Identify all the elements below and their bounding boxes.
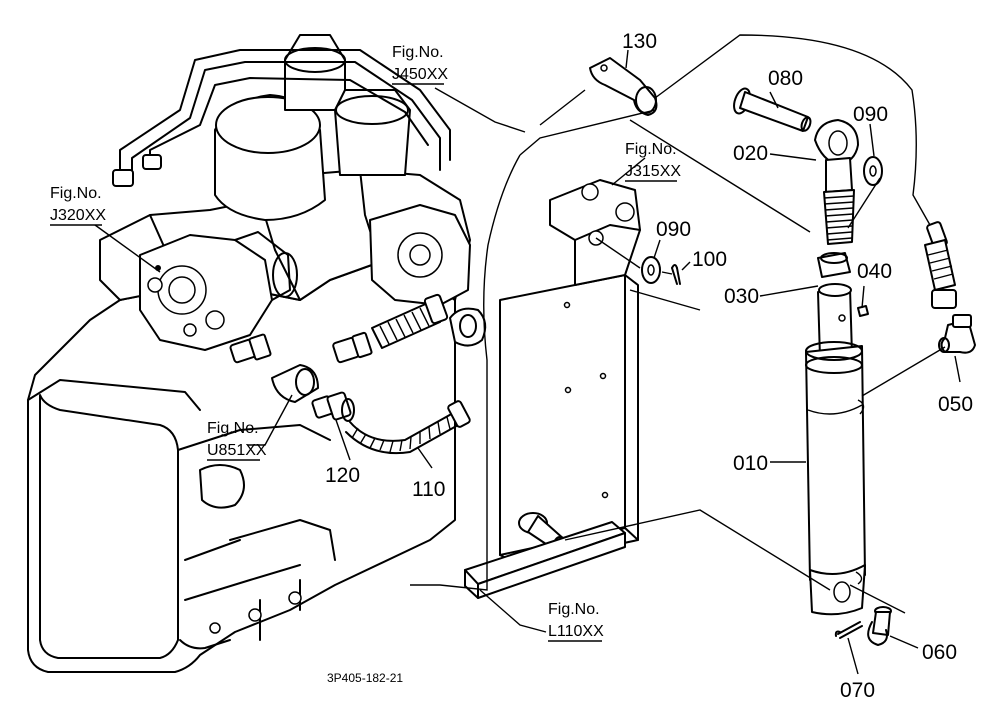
svg-text:U851XX: U851XX (207, 442, 267, 459)
cotter-pin-070 (834, 621, 863, 639)
elbow-fitting (271, 364, 319, 403)
hose-fitting-upper (924, 221, 957, 309)
svg-text:Fig.No.: Fig.No. (207, 420, 259, 437)
hydraulic-cylinder-010 (805, 283, 866, 616)
fig-ref-j450: Fig.No. J450XX (392, 44, 448, 85)
washer-090-upper (863, 156, 883, 186)
svg-text:J450XX: J450XX (392, 66, 448, 83)
drawing-code: 3P405-182-21 (327, 671, 403, 685)
hose-clip-130 (589, 57, 658, 116)
split-pin-100 (671, 264, 681, 285)
label-070: 070 (840, 679, 875, 702)
mounting-plate (464, 179, 641, 599)
nut-030 (817, 252, 851, 278)
label-030: 030 (724, 285, 759, 308)
threaded-coupling (371, 293, 449, 349)
bolt-080 (733, 87, 812, 132)
svg-text:Fig.No.: Fig.No. (50, 185, 102, 202)
hose-coupler (332, 331, 373, 364)
fig-ref-l110: Fig.No. L110XX (548, 601, 604, 642)
label-020: 020 (733, 142, 768, 165)
plug-fitting (449, 307, 487, 347)
leader-lines (94, 34, 961, 675)
clevis-pin-060 (867, 606, 892, 646)
label-040: 040 (857, 260, 892, 283)
svg-text:J315XX: J315XX (625, 163, 681, 180)
rod-end-020 (814, 119, 859, 245)
label-100: 100 (692, 248, 727, 271)
lower-bar (464, 521, 626, 599)
svg-text:L110XX: L110XX (548, 623, 604, 640)
fig-ref-j320: Fig.No. J320XX (50, 185, 106, 226)
label-090-upper: 090 (853, 103, 888, 126)
part-number-labels: 130 080 090 020 090 100 040 030 050 010 … (325, 30, 973, 702)
transmission-housing (27, 34, 471, 673)
svg-text:Fig.No.: Fig.No. (625, 141, 677, 158)
hose-assembly (229, 293, 487, 455)
label-130: 130 (622, 30, 657, 53)
label-110: 110 (412, 478, 445, 501)
figure-reference-labels: Fig.No. J450XX Fig.No. J315XX Fig.No. J3… (50, 44, 681, 642)
hydraulic-hose-110 (345, 400, 471, 455)
adapter-fitting (229, 333, 272, 364)
fig-ref-u851: Fig.No. U851XX (207, 420, 267, 461)
svg-text:J320XX: J320XX (50, 207, 106, 224)
label-050: 050 (938, 393, 973, 416)
fig-ref-j315: Fig.No. J315XX (625, 141, 681, 182)
washer-090-middle (641, 256, 661, 284)
svg-text:Fig.No.: Fig.No. (548, 601, 600, 618)
hose-end-fitting-120 (311, 391, 355, 422)
label-120: 120 (325, 464, 360, 487)
set-screw-040 (857, 305, 869, 317)
label-010: 010 (733, 452, 768, 475)
svg-text:Fig.No.: Fig.No. (392, 44, 444, 61)
label-080: 080 (768, 67, 803, 90)
label-060: 060 (922, 641, 957, 664)
elbow-fitting-050 (938, 314, 976, 354)
label-090-middle: 090 (656, 218, 691, 241)
